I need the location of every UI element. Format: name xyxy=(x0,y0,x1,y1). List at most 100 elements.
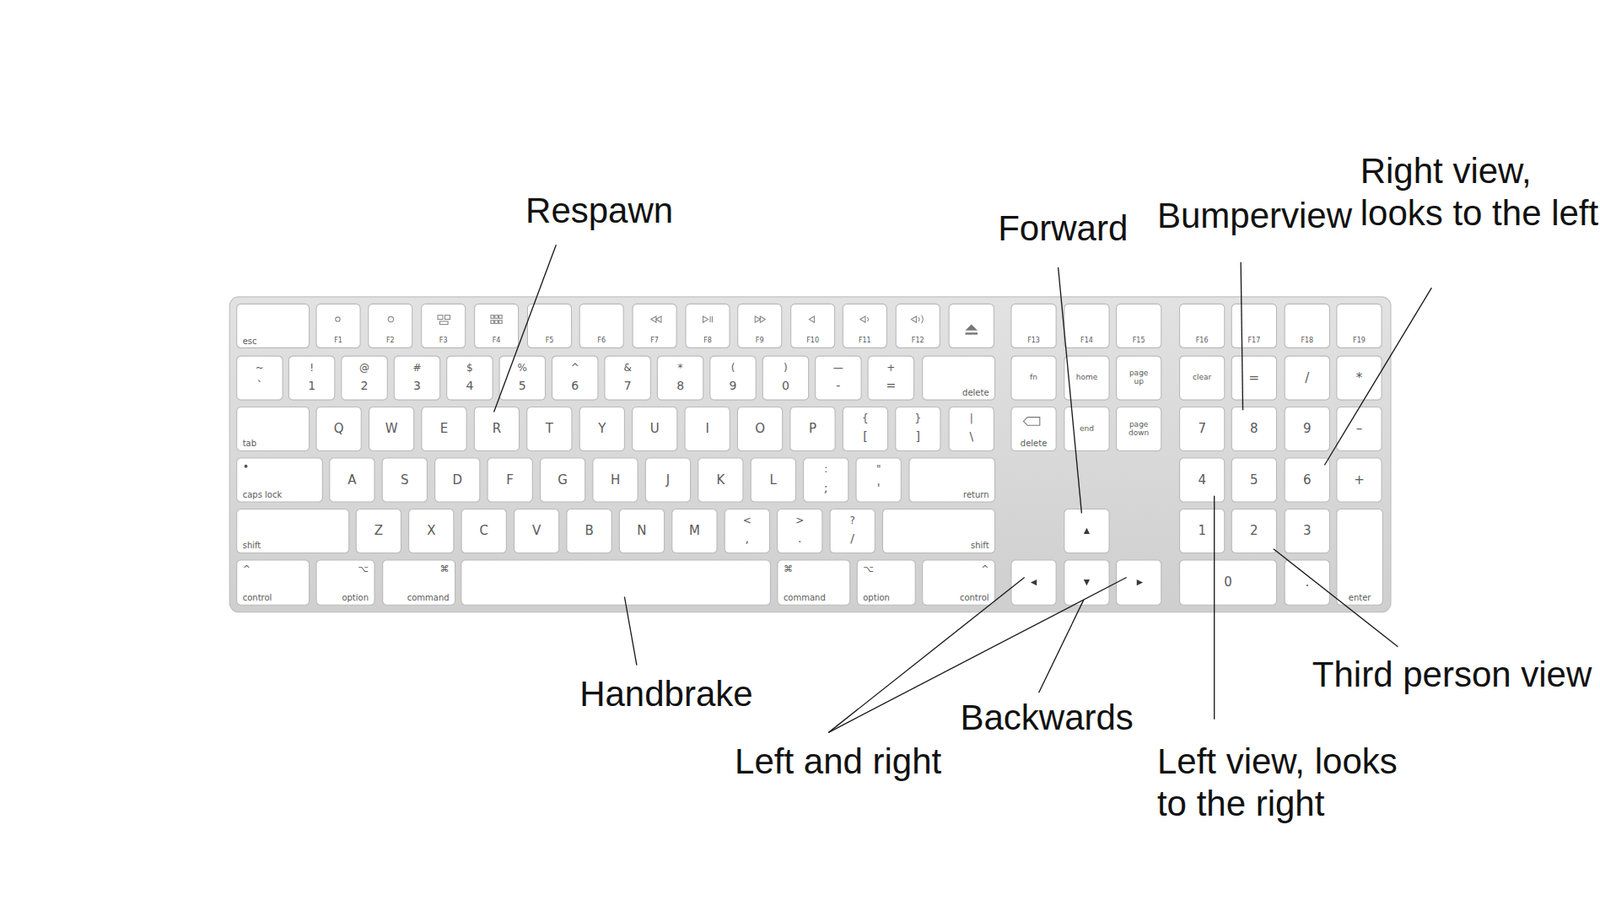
key-legend: & xyxy=(623,362,631,374)
key-legend: P xyxy=(808,421,817,437)
key-legend: 0 xyxy=(781,379,790,393)
key-legend: G xyxy=(557,473,568,488)
key-cap xyxy=(842,303,887,348)
callout-label: Forward xyxy=(997,207,1128,250)
key-legend: E xyxy=(440,421,448,437)
key-cap xyxy=(948,303,994,348)
key-cap xyxy=(316,303,361,348)
key-cap xyxy=(672,508,717,553)
key-cap xyxy=(316,560,375,605)
key-legend: ] xyxy=(915,430,921,443)
callout-label: Handbrake xyxy=(579,673,753,716)
key-legend: | xyxy=(969,413,974,425)
key-legend: R xyxy=(492,421,502,437)
leader-line xyxy=(624,597,637,666)
key-cap xyxy=(237,560,310,605)
leader-lines xyxy=(494,244,1433,733)
key-legend: U xyxy=(650,421,660,437)
key-cap xyxy=(579,303,624,348)
key-legend: 4 xyxy=(465,379,474,393)
key-legend: [ xyxy=(862,430,868,443)
key-cap xyxy=(724,508,770,553)
key-cap xyxy=(1336,457,1382,502)
delete-symbol xyxy=(1023,417,1040,426)
key-legend: page up xyxy=(1125,369,1153,387)
key-legend: home xyxy=(1073,373,1100,383)
key-legend: $ xyxy=(466,362,474,374)
key-legend: > xyxy=(795,515,804,527)
eject-symbol xyxy=(964,332,978,335)
key-cap xyxy=(698,457,744,502)
callout-label: Bumperview xyxy=(1157,194,1353,238)
key-cap xyxy=(474,407,519,452)
key-cap xyxy=(393,355,440,400)
key-legend: F16 xyxy=(1195,337,1209,345)
key-cap xyxy=(1179,303,1225,348)
key-legend: K xyxy=(716,473,725,488)
key-cap xyxy=(1231,457,1277,502)
key-legend: ⌥ xyxy=(357,564,369,575)
key-legend: enter xyxy=(1348,592,1372,603)
key-legend: @ xyxy=(359,362,370,374)
key-legend: ⌘ xyxy=(783,564,793,575)
key-cap xyxy=(1179,560,1277,605)
key-cap xyxy=(657,355,703,400)
key-legend: / xyxy=(850,532,855,545)
keyboard-body xyxy=(229,296,1391,613)
key-legend: ^ xyxy=(980,564,989,575)
key-cap xyxy=(922,355,996,400)
key-legend: 4 xyxy=(1197,473,1207,488)
key-legend: . xyxy=(1304,575,1310,590)
callout-label: Left view, looks to the right xyxy=(1157,740,1436,826)
key-legend: 5 xyxy=(1249,473,1259,488)
key-legend: F xyxy=(506,473,514,488)
key-legend: delete xyxy=(1020,438,1048,448)
key-cap xyxy=(1011,355,1056,400)
key-legend: F2 xyxy=(386,337,395,345)
key-legend: 3 xyxy=(413,379,421,393)
key-cap xyxy=(1284,457,1330,502)
key-cap xyxy=(882,508,995,553)
key-cap xyxy=(1179,457,1225,502)
function-key-icons xyxy=(335,315,923,325)
key-cap xyxy=(1179,407,1225,452)
down-arrow-symbol xyxy=(1083,579,1090,586)
key-cap xyxy=(341,355,388,400)
key-cap xyxy=(1284,508,1330,553)
key-legend: / xyxy=(1304,371,1310,386)
key-cap xyxy=(552,355,598,400)
key-legend: { xyxy=(861,413,869,425)
key-cap xyxy=(355,508,401,553)
key-legend: esc xyxy=(242,336,258,346)
leader-line xyxy=(494,244,557,412)
key-cap xyxy=(1231,355,1277,400)
key-legend: S xyxy=(400,473,410,488)
key-legend: fn xyxy=(1020,373,1047,383)
key-legend: # xyxy=(412,362,421,374)
key-legend: F6 xyxy=(597,337,606,345)
key-cap xyxy=(842,407,888,452)
key-legend: 7 xyxy=(1197,421,1207,437)
key-legend: F13 xyxy=(1027,337,1040,345)
key-legend: tab xyxy=(242,438,257,448)
key-cap xyxy=(604,355,651,400)
key-cap xyxy=(1116,355,1162,400)
key-legend: F19 xyxy=(1352,337,1366,345)
callout-label: Right view, looks to the left xyxy=(1360,150,1600,236)
key-legend: end xyxy=(1073,425,1100,434)
leader-line xyxy=(1324,287,1432,465)
leader-line xyxy=(1240,262,1243,410)
key-cap xyxy=(316,407,361,452)
key-legend: - xyxy=(835,379,841,393)
key-cap xyxy=(1336,303,1382,348)
caps-lock-dot xyxy=(244,464,248,469)
key-cap xyxy=(237,355,283,400)
key-cap xyxy=(527,303,572,348)
key-cap xyxy=(645,457,690,502)
key-legend: F15 xyxy=(1132,337,1146,345)
key-cap xyxy=(447,355,493,400)
key-legend: 8 xyxy=(676,379,685,393)
key-legend: . xyxy=(797,532,802,545)
key-cap xyxy=(685,303,730,348)
left-arrow-symbol xyxy=(1030,579,1037,586)
